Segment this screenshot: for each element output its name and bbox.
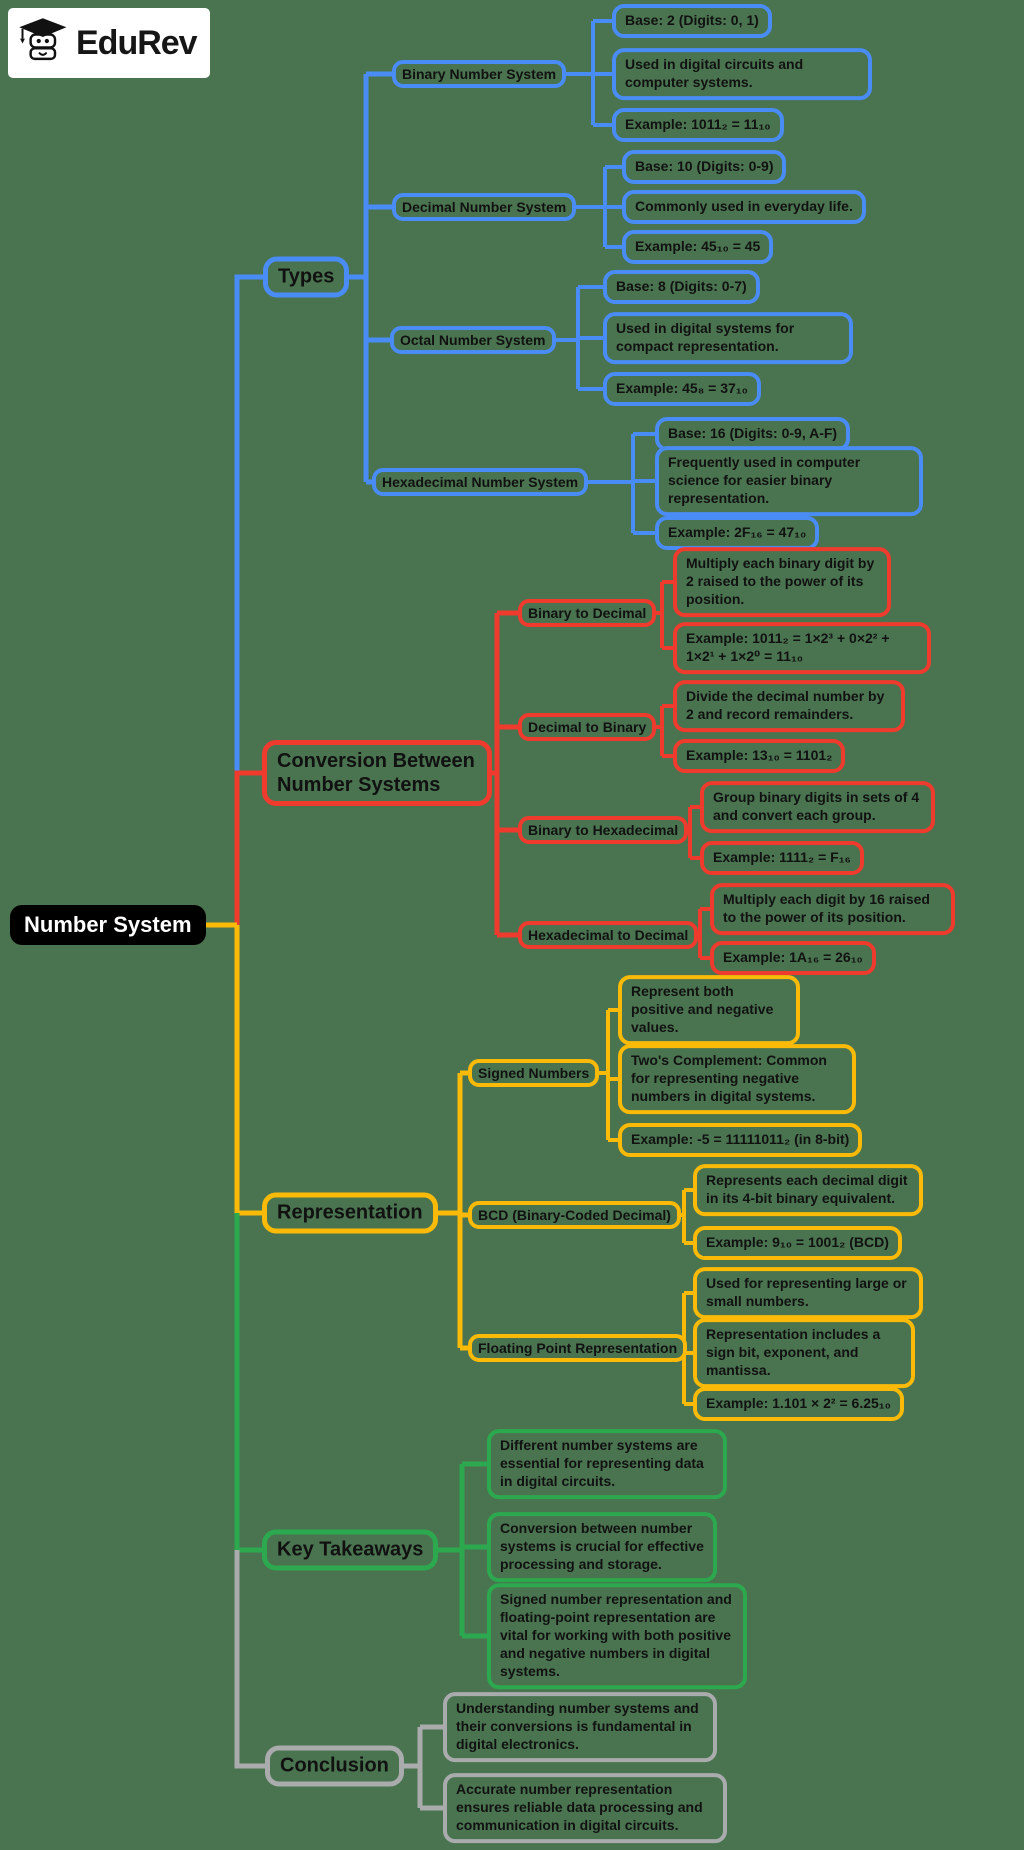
detail-box: Group binary digits in sets of 4 and con… bbox=[700, 781, 935, 833]
detail-box: Example: 1111₂ = F₁₆ bbox=[700, 841, 864, 875]
detail-box: Example: 9₁₀ = 1001₂ (BCD) bbox=[693, 1226, 902, 1260]
detail-box: Signed number representation and floatin… bbox=[487, 1583, 747, 1689]
conclusion-branch-spine bbox=[234, 1550, 447, 1811]
topic-node-hexadecimal-to-decimal: Hexadecimal to Decimal bbox=[518, 921, 699, 949]
detail-box: Example: 45₈ = 37₁₀ bbox=[603, 372, 761, 406]
detail-box: Base: 8 (Digits: 0-7) bbox=[603, 270, 760, 304]
types-children-lines bbox=[545, 19, 659, 535]
detail-box: Example: 1011₂ = 11₁₀ bbox=[612, 108, 784, 142]
detail-box: Understanding number systems and their c… bbox=[443, 1692, 717, 1762]
branch-node-conclusion: Conclusion bbox=[265, 1745, 404, 1787]
detail-box: Multiply each digit by 16 raised to the … bbox=[710, 883, 955, 935]
detail-box: Base: 2 (Digits: 0, 1) bbox=[612, 4, 772, 38]
detail-box: Two's Complement: Common for representin… bbox=[618, 1044, 856, 1114]
edurev-logo: EduRev bbox=[8, 8, 210, 78]
branch-node-representation: Representation bbox=[262, 1192, 438, 1234]
detail-box: Accurate number representation ensures r… bbox=[443, 1773, 727, 1843]
topic-node-hexadecimal-number-system: Hexadecimal Number System bbox=[372, 468, 589, 496]
detail-box: Example: 1011₂ = 1×2³ + 0×2² + 1×2¹ + 1×… bbox=[673, 622, 931, 674]
detail-box: Used for representing large or small num… bbox=[693, 1267, 923, 1319]
detail-box: Frequently used in computer science for … bbox=[655, 446, 923, 516]
detail-box: Example: 45₁₀ = 45 bbox=[622, 230, 774, 264]
detail-box: Example: 1.101 × 2² = 6.25₁₀ bbox=[693, 1387, 904, 1421]
topic-node-decimal-number-system: Decimal Number System bbox=[392, 193, 577, 221]
key-takeaways-branch-spine bbox=[234, 1213, 491, 1639]
detail-box: Representation includes a sign bit, expo… bbox=[693, 1318, 915, 1388]
detail-box: Represents each decimal digit in its 4-b… bbox=[693, 1164, 923, 1216]
branch-node-types: Types bbox=[263, 256, 350, 298]
edurev-brand-text: EduRev bbox=[76, 23, 198, 62]
topic-node-signed-numbers: Signed Numbers bbox=[468, 1059, 600, 1087]
branch-node-conversion: Conversion Between Number Systems bbox=[262, 740, 492, 806]
detail-box: Conversion between number systems is cru… bbox=[487, 1512, 717, 1582]
topic-node-bcd: BCD (Binary-Coded Decimal) bbox=[468, 1201, 681, 1229]
edurev-logo-icon bbox=[16, 15, 68, 72]
topic-node-binary-to-decimal: Binary to Decimal bbox=[518, 599, 657, 627]
detail-box: Used in digital circuits and computer sy… bbox=[612, 48, 872, 100]
branch-node-key-takeaways: Key Takeaways bbox=[262, 1529, 439, 1571]
detail-box: Example: 13₁₀ = 1101₂ bbox=[673, 739, 846, 773]
root-node-number-system: Number System bbox=[10, 905, 206, 945]
detail-box: Different number systems are essential f… bbox=[487, 1429, 727, 1499]
detail-box: Multiply each binary digit by 2 raised t… bbox=[673, 547, 891, 617]
types-branch-spine bbox=[234, 71, 396, 773]
detail-box: Represent both positive and negative val… bbox=[618, 975, 800, 1045]
detail-box: Commonly used in everyday life. bbox=[622, 190, 866, 224]
topic-node-binary-to-hexadecimal: Binary to Hexadecimal bbox=[518, 816, 689, 844]
detail-box: Example: 1A₁₆ = 26₁₀ bbox=[710, 941, 876, 975]
detail-box: Example: 2F₁₆ = 47₁₀ bbox=[655, 516, 820, 550]
topic-node-binary-number-system: Binary Number System bbox=[392, 60, 567, 88]
detail-box: Example: -5 = 11111011₂ (in 8-bit) bbox=[618, 1123, 863, 1157]
detail-box: Base: 10 (Digits: 0-9) bbox=[622, 150, 787, 184]
detail-box: Used in digital systems for compact repr… bbox=[603, 312, 853, 364]
topic-node-octal-number-system: Octal Number System bbox=[390, 326, 556, 354]
detail-box: Divide the decimal number by 2 and recor… bbox=[673, 680, 905, 732]
topic-node-floating-point: Floating Point Representation bbox=[468, 1334, 688, 1362]
topic-node-decimal-to-binary: Decimal to Binary bbox=[518, 713, 657, 741]
